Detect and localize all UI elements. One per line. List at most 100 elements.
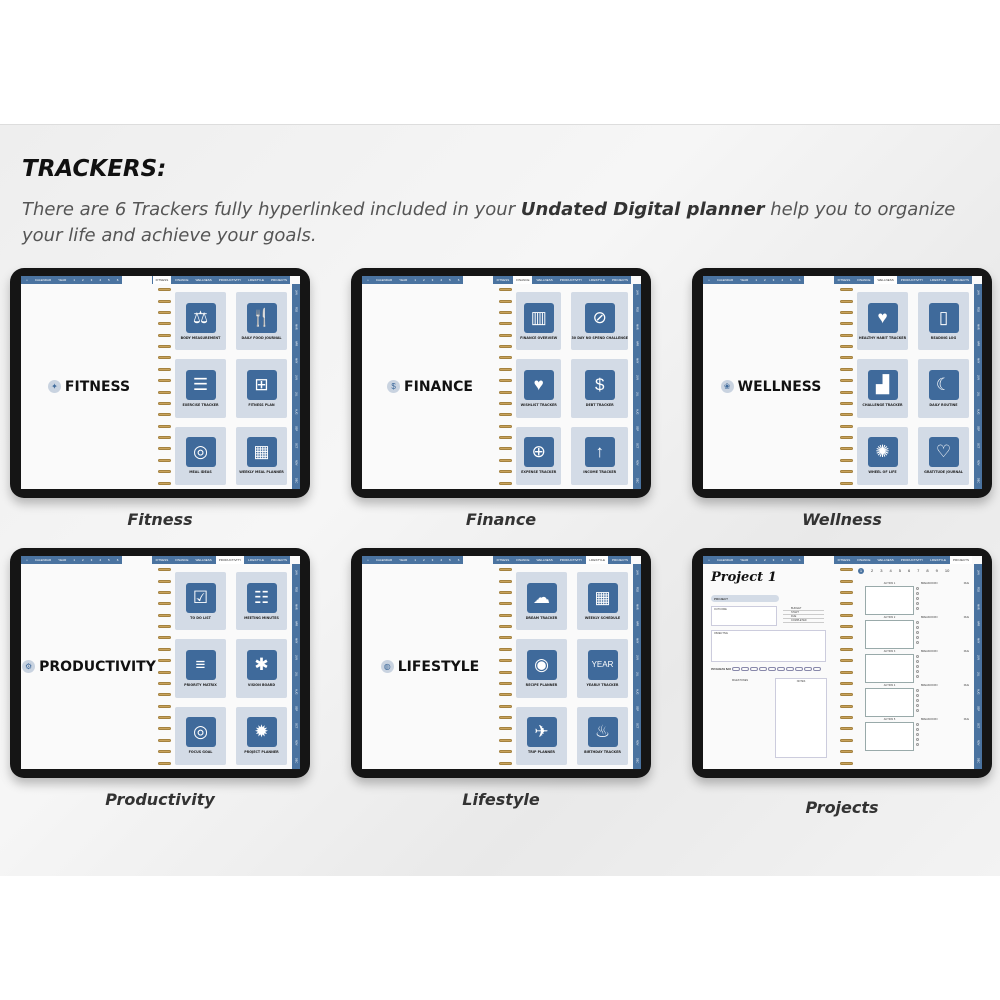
tracker-tile[interactable]: 🍴DAILY FOOD JOURNAL — [236, 292, 287, 351]
month-tab-feb[interactable]: FEB — [635, 586, 639, 592]
tracker-tile[interactable]: ◉RECIPE PLANNER — [516, 639, 567, 698]
tab-calendar[interactable]: CALENDAR — [716, 558, 734, 562]
tracker-tile[interactable]: ⊘30 DAY NO SPEND CHALLENGE — [571, 292, 628, 351]
tab-fitness[interactable]: FITNESS — [496, 558, 510, 562]
tab-3[interactable]: 3 — [431, 558, 434, 562]
tab-calendar[interactable]: CALENDAR — [375, 278, 393, 282]
tab-4[interactable]: 4 — [99, 558, 102, 562]
breakdown-checkbox[interactable] — [916, 641, 919, 644]
tab-calendar[interactable]: CALENDAR — [34, 278, 52, 282]
breakdown-checkbox[interactable] — [916, 743, 919, 746]
tab-projects[interactable]: PROJECTS — [952, 278, 969, 282]
month-tab-oct[interactable]: OCT — [976, 443, 980, 449]
month-tab-mar[interactable]: MAR — [976, 603, 980, 610]
month-tab-apr[interactable]: APR — [635, 341, 639, 347]
tracker-tile[interactable]: ✈TRIP PLANNER — [516, 706, 567, 765]
breakdown-checkbox[interactable] — [916, 660, 919, 663]
tab-lifestyle[interactable]: LIFESTYLE — [248, 558, 264, 562]
tab-2[interactable]: 2 — [82, 558, 84, 562]
tab-wellness[interactable]: WELLNESS — [195, 558, 212, 562]
tab-year[interactable]: YEAR — [740, 558, 749, 562]
breakdown-checkbox[interactable] — [916, 655, 919, 658]
month-tab-oct[interactable]: OCT — [635, 443, 639, 449]
month-tab-may[interactable]: MAY — [635, 358, 639, 364]
month-tab-jul[interactable]: JUL — [294, 672, 298, 677]
tab-2[interactable]: 2 — [764, 278, 766, 282]
tab-finance[interactable]: FINANCE — [857, 558, 871, 562]
month-tab-jan[interactable]: JAN — [294, 569, 298, 575]
breakdown-checkbox[interactable] — [916, 699, 919, 702]
month-tab-mar[interactable]: MAR — [635, 603, 639, 610]
month-tab-jul[interactable]: JUL — [294, 392, 298, 397]
month-tab-jul[interactable]: JUL — [976, 392, 980, 397]
project-number-6[interactable]: 6 — [907, 568, 911, 573]
month-tab-aug[interactable]: AUG — [635, 688, 639, 695]
month-tab-sep[interactable]: SEP — [976, 426, 980, 432]
month-tab-sep[interactable]: SEP — [294, 706, 298, 712]
month-tab-jan[interactable]: JAN — [635, 569, 639, 575]
tracker-tile[interactable]: ◎MEAL IDEAS — [175, 426, 226, 485]
tab-4[interactable]: 4 — [440, 278, 443, 282]
tab-productivity[interactable]: PRODUCTIVITY — [559, 278, 583, 282]
tab-wellness[interactable]: WELLNESS — [536, 558, 553, 562]
tab-6[interactable]: 6 — [116, 558, 119, 562]
progress-segment[interactable] — [768, 667, 777, 671]
month-tab-apr[interactable]: APR — [976, 621, 980, 627]
tab-finance[interactable]: FINANCE — [513, 276, 533, 284]
tracker-tile[interactable]: ▦WEEKLY MEAL PLANNER — [236, 426, 287, 485]
month-tab-may[interactable]: MAY — [294, 358, 298, 364]
breakdown-checkbox[interactable] — [916, 728, 919, 731]
tab-4[interactable]: 4 — [440, 558, 443, 562]
tracker-tile[interactable]: ✱VISION BOARD — [236, 639, 287, 698]
tab-calendar[interactable]: CALENDAR — [716, 278, 734, 282]
tracker-tile[interactable]: ≡PRIORITY MATRIX — [175, 639, 226, 698]
action-box[interactable] — [865, 654, 914, 683]
month-tab-mar[interactable]: MAR — [294, 603, 298, 610]
tab-fitness[interactable]: FITNESS — [152, 276, 172, 284]
tracker-tile[interactable]: ☁DREAM TRACKER — [516, 572, 567, 631]
month-tab-aug[interactable]: AUG — [635, 408, 639, 415]
month-tab-dec[interactable]: DEC — [635, 757, 639, 763]
month-tab-feb[interactable]: FEB — [635, 306, 639, 312]
month-tab-may[interactable]: MAY — [976, 358, 980, 364]
home-icon[interactable]: ⌂ — [708, 558, 710, 562]
tab-year[interactable]: YEAR — [399, 558, 408, 562]
home-icon[interactable]: ⌂ — [26, 558, 28, 562]
tab-2[interactable]: 2 — [82, 278, 84, 282]
field-completed[interactable]: COMPLETED — [783, 619, 824, 623]
tab-fitness[interactable]: FITNESS — [496, 278, 510, 282]
progress-segment[interactable] — [750, 667, 759, 671]
month-tab-dec[interactable]: DEC — [294, 757, 298, 763]
progress-segment[interactable] — [813, 667, 822, 671]
tracker-tile[interactable]: ☾DAILY ROUTINE — [918, 359, 969, 418]
month-tab-sep[interactable]: SEP — [976, 706, 980, 712]
breakdown-checkbox[interactable] — [916, 723, 919, 726]
tab-lifestyle[interactable]: LIFESTYLE — [930, 278, 946, 282]
progress-segment[interactable] — [786, 667, 795, 671]
tab-year[interactable]: YEAR — [399, 278, 408, 282]
tab-lifestyle[interactable]: LIFESTYLE — [248, 278, 264, 282]
tab-6[interactable]: 6 — [457, 558, 460, 562]
month-tab-aug[interactable]: AUG — [976, 408, 980, 415]
month-tab-mar[interactable]: MAR — [976, 323, 980, 330]
tracker-tile[interactable]: ▥FINANCE OVERVIEW — [516, 292, 562, 351]
tab-3[interactable]: 3 — [772, 558, 775, 562]
tab-1[interactable]: 1 — [414, 558, 416, 562]
breakdown-checkbox[interactable] — [916, 587, 919, 590]
project-number-1[interactable]: 1 — [858, 568, 864, 574]
tab-wellness[interactable]: WELLNESS — [874, 276, 897, 284]
home-icon[interactable]: ⌂ — [367, 278, 369, 282]
tab-lifestyle[interactable]: LIFESTYLE — [586, 556, 608, 564]
tab-1[interactable]: 1 — [755, 558, 757, 562]
action-box[interactable] — [865, 586, 914, 615]
project-number-3[interactable]: 3 — [880, 568, 883, 573]
tracker-tile[interactable]: ☑TO DO LIST — [175, 572, 226, 631]
breakdown-checkbox[interactable] — [916, 621, 919, 624]
tab-year[interactable]: YEAR — [740, 278, 749, 282]
tab-2[interactable]: 2 — [423, 558, 425, 562]
month-tab-aug[interactable]: AUG — [294, 688, 298, 695]
month-tab-jun[interactable]: JUN — [635, 375, 639, 381]
month-tab-nov[interactable]: NOV — [976, 740, 980, 746]
progress-segment[interactable] — [777, 667, 786, 671]
month-tab-nov[interactable]: NOV — [294, 460, 298, 466]
